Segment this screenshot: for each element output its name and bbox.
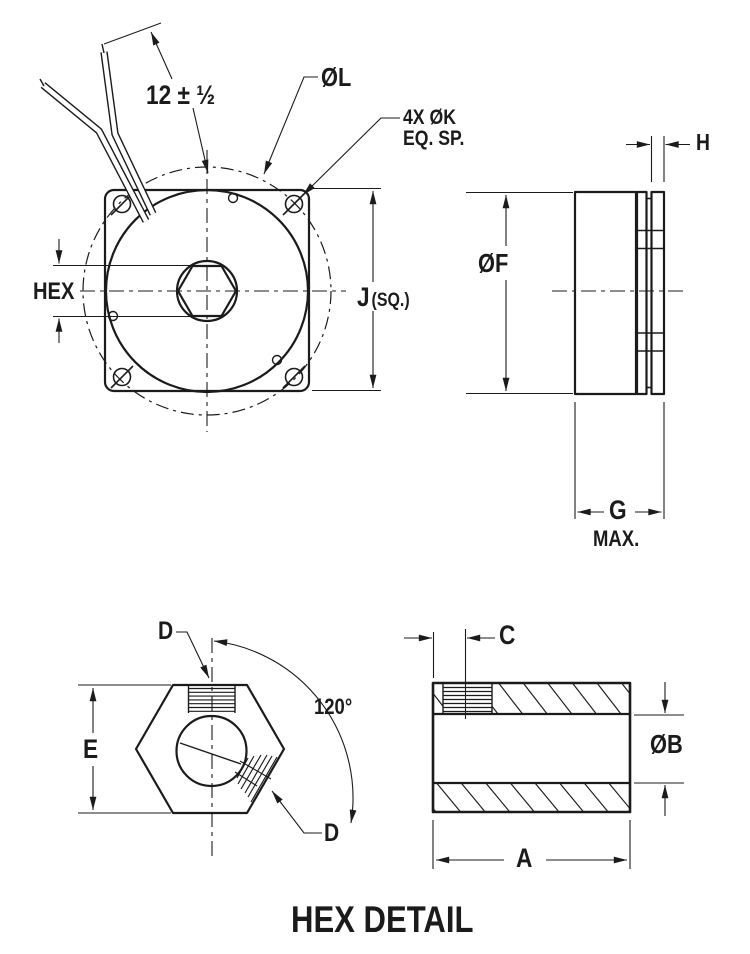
hex-bore-hexagon [176,264,238,318]
bore-dia-dimension-lines [634,682,684,816]
length-dimension-lines [432,820,631,869]
section-hatch-top [492,683,630,714]
knurl-top-leader [176,631,210,679]
side-view-drawing [466,136,690,519]
bore-dia-dimension-label: ØB [650,729,683,759]
hex-detail-front-view [78,631,357,858]
body-dia-dimension-lines [466,191,573,395]
lead-wires [39,43,157,223]
square-dimension-label: J (SQ.) [357,282,410,312]
section-hatch-bottom [433,783,630,812]
lead-circle-dia-label: ØL [321,62,352,92]
body-side-outline [573,190,638,396]
knurl-axis-slash [179,742,242,765]
body-dia-dimension-label: ØF [478,248,509,278]
flange-plate-inner [635,190,648,396]
hex-label: HEX [33,278,75,305]
depth-dimension-label: G [609,495,627,525]
section-outline [431,681,632,814]
hex-dimension-lines [53,239,191,343]
wire-length-dimension-label: 12 ± ½ [146,80,216,110]
section-knurl-zone [442,684,493,713]
flange-thickness-dimension-label: H [696,129,710,155]
length-dimension-label: A [516,843,533,873]
knurl-lower-patch [234,754,278,803]
knurl-bottom-leader [271,790,322,834]
lead-circle-leader [263,76,318,175]
rivet-holes [107,192,283,366]
square-dimension-lines [312,187,381,392]
flange-thickness-dimension-lines [626,136,690,182]
knurl-bottom-label: D [324,819,340,847]
knurl-depth-dimension-lines [404,629,495,719]
flange-plate-outer [650,190,666,396]
depth-dimension-suffix-label: MAX. [593,526,640,551]
mounting-holes-leader [302,117,400,196]
flange-plate-details [637,197,664,389]
across-flats-dimension-label: E [83,734,99,764]
wire-length-dimension-lines [103,22,209,174]
mounting-holes-label-line2: EQ. SP. [403,127,465,150]
drawing-title: HEX DETAIL [291,899,474,940]
knurl-angle-arc [213,639,357,824]
knurl-top-label: D [158,617,174,645]
mounting-holes [110,192,306,389]
knurl-depth-dimension-label: C [499,620,516,650]
front-view-drawing [39,22,400,432]
mounting-holes-label-line1: 4X ØK [403,106,456,129]
knurl-angle-dimension-label: 120° [314,694,353,719]
hex-detail-section-view [404,629,684,869]
across-flats-dimension-lines [78,684,171,814]
section-hatch-corner [433,692,443,708]
depth-dimension-lines [574,402,665,519]
